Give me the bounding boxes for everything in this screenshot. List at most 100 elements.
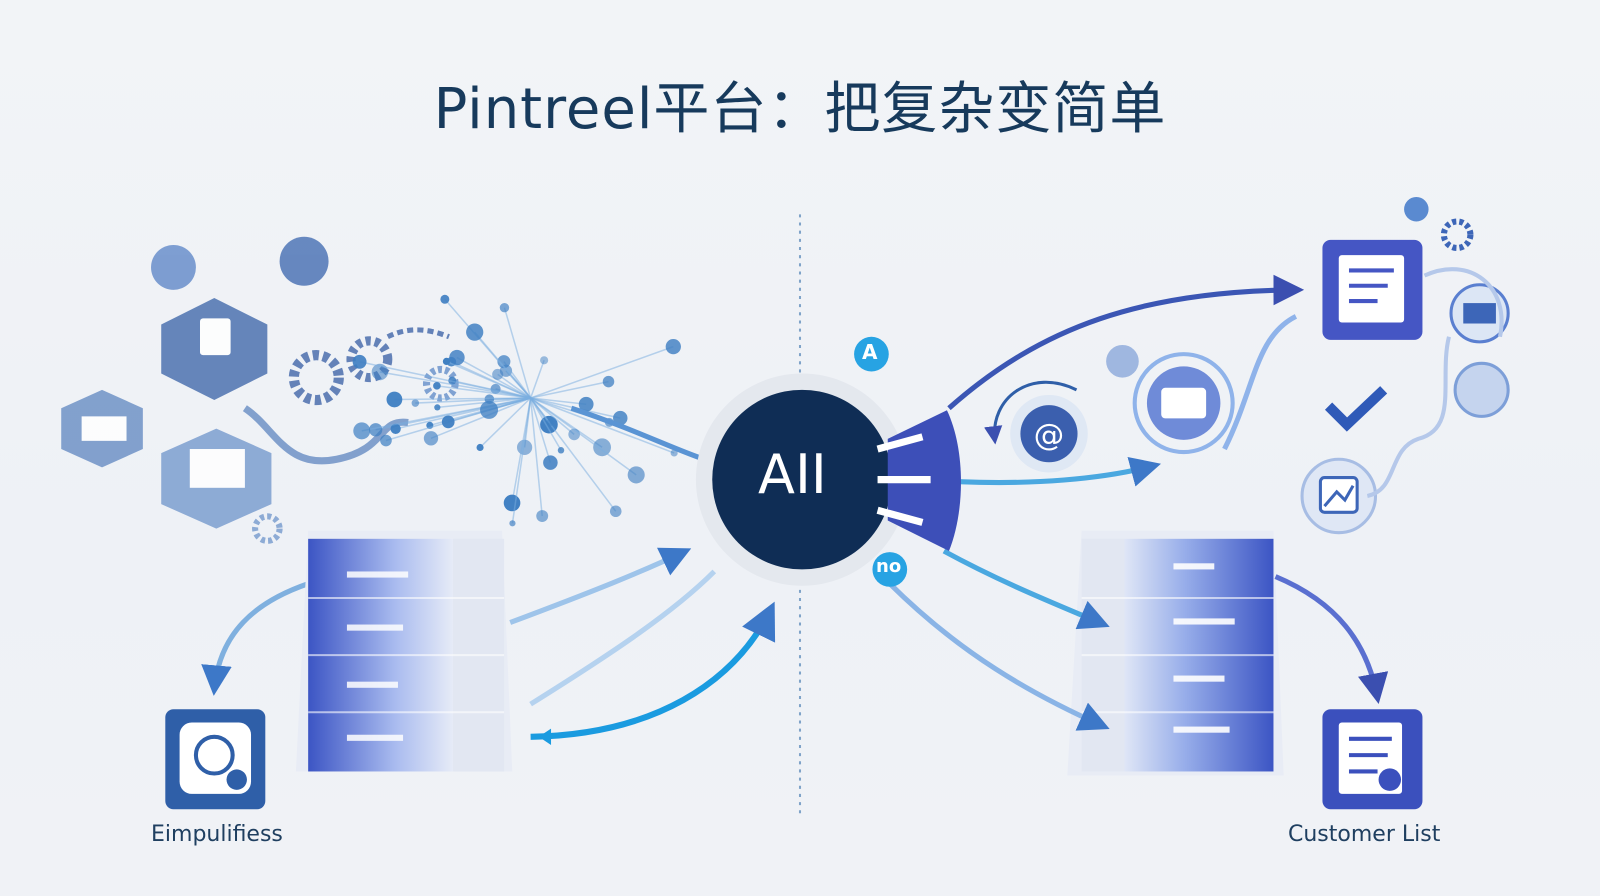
network-node (449, 349, 465, 366)
arrow-flow (530, 601, 776, 740)
left-server-rack (295, 530, 513, 772)
network-link (530, 397, 637, 476)
network-node (665, 338, 681, 355)
puzzle-icon (279, 236, 329, 286)
network-link (361, 397, 531, 432)
badge-no (872, 552, 908, 587)
customer-list-icon-box (1322, 709, 1423, 810)
network-node (380, 434, 392, 447)
network-node (441, 415, 455, 429)
arrow-flow (1274, 574, 1389, 705)
network-node (440, 294, 450, 304)
gear-icon (288, 350, 344, 406)
network-link (530, 397, 675, 454)
network-link (511, 397, 532, 524)
simplify-icon-box (165, 709, 266, 810)
arrow-flow (942, 548, 1110, 630)
network-link (530, 345, 674, 399)
network-link (430, 397, 531, 439)
network-node (476, 443, 484, 452)
network-link (479, 397, 532, 449)
network-node (499, 302, 510, 313)
monitor-icon (1449, 283, 1510, 344)
network-link (529, 397, 552, 463)
network-burst (352, 294, 681, 527)
network-link (379, 371, 531, 399)
network-node (492, 368, 504, 380)
cloud-icon (1404, 196, 1429, 222)
network-node (557, 447, 565, 454)
network-node (423, 431, 439, 446)
network-node (411, 399, 420, 407)
arrow-flow (885, 579, 1110, 731)
customer-list-label: Customer List (1288, 822, 1441, 847)
network-node (386, 391, 403, 408)
network-link (497, 373, 532, 399)
network-node (480, 400, 499, 419)
network-node (497, 355, 511, 369)
complex-cluster (61, 236, 459, 544)
network-node (543, 455, 558, 470)
email-icon: @ (1010, 394, 1088, 473)
arrow-flow (570, 405, 705, 462)
network-node (609, 505, 622, 518)
badge-top-label: A (862, 340, 878, 364)
hub-label: AII (758, 443, 827, 506)
svg-text:@: @ (1034, 418, 1065, 453)
network-node (390, 423, 401, 435)
arrow-flow (509, 547, 692, 625)
arrow-flow (959, 456, 1162, 487)
simplify-label: Eimpulifiess (151, 822, 283, 847)
arrow-flow (201, 581, 309, 696)
network-link (529, 397, 543, 517)
network-node (371, 363, 389, 381)
network-node (602, 375, 615, 388)
printer-icon (1132, 352, 1235, 455)
ai-hub (695, 373, 961, 586)
arrow-flow (529, 569, 717, 707)
network-link (436, 385, 531, 399)
network-node (613, 410, 628, 426)
network-node (442, 357, 451, 366)
arrow-flow (947, 274, 1305, 411)
refresh-icon (1453, 361, 1510, 418)
network-link (395, 397, 531, 430)
document-box-top (1322, 239, 1423, 340)
checkmark-icon (1324, 386, 1388, 432)
network-link (474, 331, 532, 399)
growth-chart-icon (1300, 457, 1378, 535)
network-link (359, 361, 531, 399)
page-title: Pintreel平台：把复杂变简单 (433, 77, 1167, 142)
network-node (578, 396, 594, 412)
gear-icon (346, 336, 393, 383)
user-icon (1106, 344, 1139, 378)
network-link (446, 360, 531, 399)
network-link (394, 397, 531, 401)
network-link (530, 397, 587, 406)
network-node (434, 404, 441, 411)
network-link (503, 307, 532, 399)
network-link (530, 380, 609, 399)
network-node (352, 354, 367, 369)
badge-bottom-label: no (876, 556, 902, 577)
network-node (627, 466, 645, 484)
network-node (536, 510, 549, 522)
network-node (509, 520, 516, 527)
badge-a (854, 336, 889, 372)
network-node (353, 422, 371, 440)
gear-icon (422, 365, 459, 402)
cloud-icon (151, 244, 196, 290)
network-node (593, 438, 611, 457)
network-node (466, 323, 484, 341)
gear-icon (1440, 218, 1474, 252)
arrow-flow (1222, 314, 1298, 451)
right-server-rack (1067, 530, 1284, 776)
network-node (433, 382, 441, 390)
network-link (529, 397, 562, 451)
network-node (503, 494, 521, 512)
network-node (540, 356, 549, 365)
network-node (546, 419, 554, 427)
network-link (529, 360, 545, 399)
network-node (369, 423, 383, 437)
